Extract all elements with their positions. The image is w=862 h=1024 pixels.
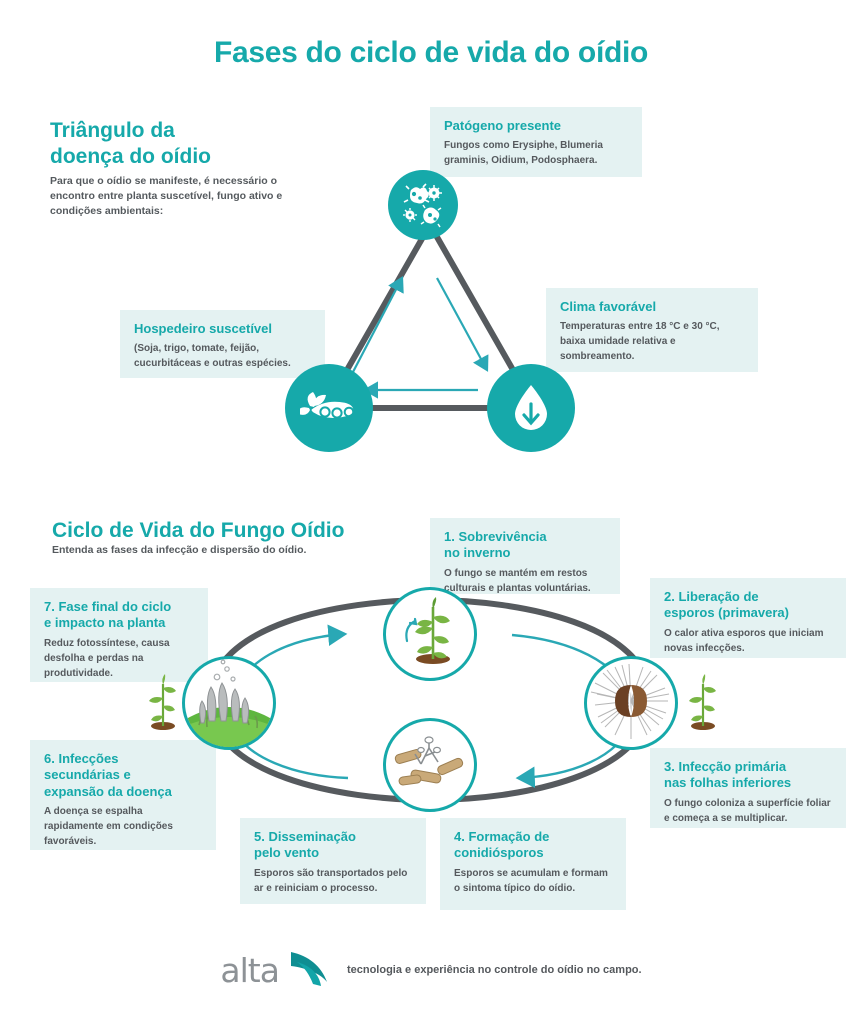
triangle-section-subtitle: Para que o oídio se manifeste, é necessá…: [50, 175, 283, 218]
card-title-line2: esporos (primavera): [664, 605, 789, 621]
alta-swoosh-icon: [287, 948, 333, 993]
card-title-line2: conidiósporos: [454, 845, 544, 861]
card-body: O calor ativa esporos que iniciam novas …: [664, 627, 824, 654]
card-hospedeiro-suscetivel: Hospedeiro suscetível (Soja, trigo, toma…: [120, 310, 325, 378]
card-title: Patógeno presente: [444, 118, 562, 133]
card-step-4: 4. Formação de conidiósporos Esporos se …: [440, 818, 626, 910]
card-step-7: 7. Fase final do ciclo e impacto na plan…: [30, 588, 208, 682]
triangle-node-host[interactable]: [285, 364, 373, 452]
water-drop-down-arrow-icon: [510, 382, 552, 434]
card-body: Temperaturas entre 18 °C e 30 °C, baixa …: [560, 321, 720, 363]
card-title-line1: 4. Formação de: [454, 829, 550, 844]
card-title: Hospedeiro suscetível: [134, 321, 272, 336]
card-step-5: 5. Disseminação pelo vento Esporos são t…: [240, 818, 426, 904]
cycle-node-step-2-3[interactable]: [584, 656, 678, 750]
card-step-3: 3. Infecção primária nas folhas inferior…: [650, 748, 846, 828]
card-title-line1: 7. Fase final do ciclo: [44, 599, 172, 614]
disease-triangle-diagram: [255, 160, 605, 460]
alta-logo-text: alta: [220, 950, 280, 990]
cycle-node-step-1[interactable]: [383, 587, 477, 681]
triangle-section-heading: Triângulo da doença do oídio: [50, 118, 300, 169]
cycle-section-heading: Ciclo de Vida do Fungo Oídio: [52, 519, 345, 542]
card-title-line1: 3. Infecção primária: [664, 759, 787, 774]
card-body: (Soja, trigo, tomate, feijão, cucurbitác…: [134, 343, 291, 370]
card-title-line1: 2. Liberação de: [664, 589, 759, 604]
card-body: O fungo coloniza a superfície foliar e c…: [664, 797, 831, 824]
card-title-line1: 1. Sobrevivência: [444, 529, 547, 544]
card-body: O fungo se mantém em restos culturais e …: [444, 567, 591, 594]
side-plant-right-icon: [682, 672, 724, 737]
card-step-6: 6. Infecções secundárias e expansão da d…: [30, 740, 216, 850]
cycle-node-step-6-7[interactable]: [182, 656, 276, 750]
soybean-pod-icon: [300, 386, 358, 430]
card-body: Reduz fotossíntese, causa desfolha e per…: [44, 637, 170, 679]
card-title: 1. Sobrevivência no inverno: [444, 529, 606, 562]
card-title-line3: expansão da doença: [44, 783, 172, 799]
card-patogeno-presente: Patógeno presente Fungos como Erysiphe, …: [430, 107, 642, 177]
fungus-spores-icon: [399, 182, 447, 228]
triangle-arrow-pathogen-to-climate: [436, 277, 489, 372]
card-title: Clima favorável: [560, 299, 657, 314]
spore-release-icon: [589, 661, 673, 746]
card-step-2: 2. Liberação de esporos (primavera) O ca…: [650, 578, 846, 658]
card-title: 6. Infecções secundárias e expansão da d…: [44, 751, 202, 800]
card-title: 7. Fase final do ciclo e impacto na plan…: [44, 599, 194, 632]
card-body: Fungos como Erysiphe, Blumeria graminis,…: [444, 140, 603, 167]
card-title-line2: nas folhas inferiores: [664, 775, 792, 791]
card-title: 4. Formação de conidiósporos: [454, 829, 612, 862]
side-plant-left-icon: [142, 672, 184, 737]
cycle-section-subtitle: Entenda as fases da infecção e dispersão…: [52, 544, 307, 556]
card-title-line1: 6. Infecções: [44, 751, 119, 766]
card-title-line2: no inverno: [444, 545, 511, 561]
card-title: 5. Disseminação pelo vento: [254, 829, 412, 862]
triangle-node-pathogen[interactable]: [388, 170, 458, 240]
cycle-node-step-4[interactable]: [383, 718, 477, 812]
card-title: 2. Liberação de esporos (primavera): [664, 589, 832, 622]
card-body: Esporos são transportados pelo ar e rein…: [254, 867, 408, 894]
secondary-infection-icon: [185, 659, 273, 747]
card-body: A doença se espalha rapidamente em condi…: [44, 805, 173, 847]
triangle-node-climate[interactable]: [487, 364, 575, 452]
card-body: Esporos se acumulam e formam o sintoma t…: [454, 867, 608, 894]
card-title-line2: pelo vento: [254, 845, 320, 861]
footer: alta tecnologia e experiência no control…: [0, 945, 862, 995]
seedling-plant-icon: [393, 595, 467, 674]
card-title: 3. Infecção primária nas folhas inferior…: [664, 759, 832, 792]
card-step-1: 1. Sobrevivência no inverno O fungo se m…: [430, 518, 620, 594]
triangle-arrow-host-to-pathogen: [352, 276, 404, 373]
card-title-line2: e impacto na planta: [44, 615, 166, 631]
card-clima-favoravel: Clima favorável Temperaturas entre 18 °C…: [546, 288, 758, 372]
page-title: Fases do ciclo de vida do oídio: [213, 36, 649, 69]
conidiophore-icon: [391, 728, 469, 803]
triangle-heading-line1: Triângulo da: [50, 119, 175, 142]
lifecycle-diagram: [140, 580, 720, 820]
card-title-line2: secundárias e: [44, 767, 131, 783]
footer-tagline: tecnologia e experiência no controle do …: [346, 964, 642, 976]
card-title-line1: 5. Disseminação: [254, 829, 356, 844]
triangle-heading-line2: doença do oídio: [50, 144, 211, 168]
